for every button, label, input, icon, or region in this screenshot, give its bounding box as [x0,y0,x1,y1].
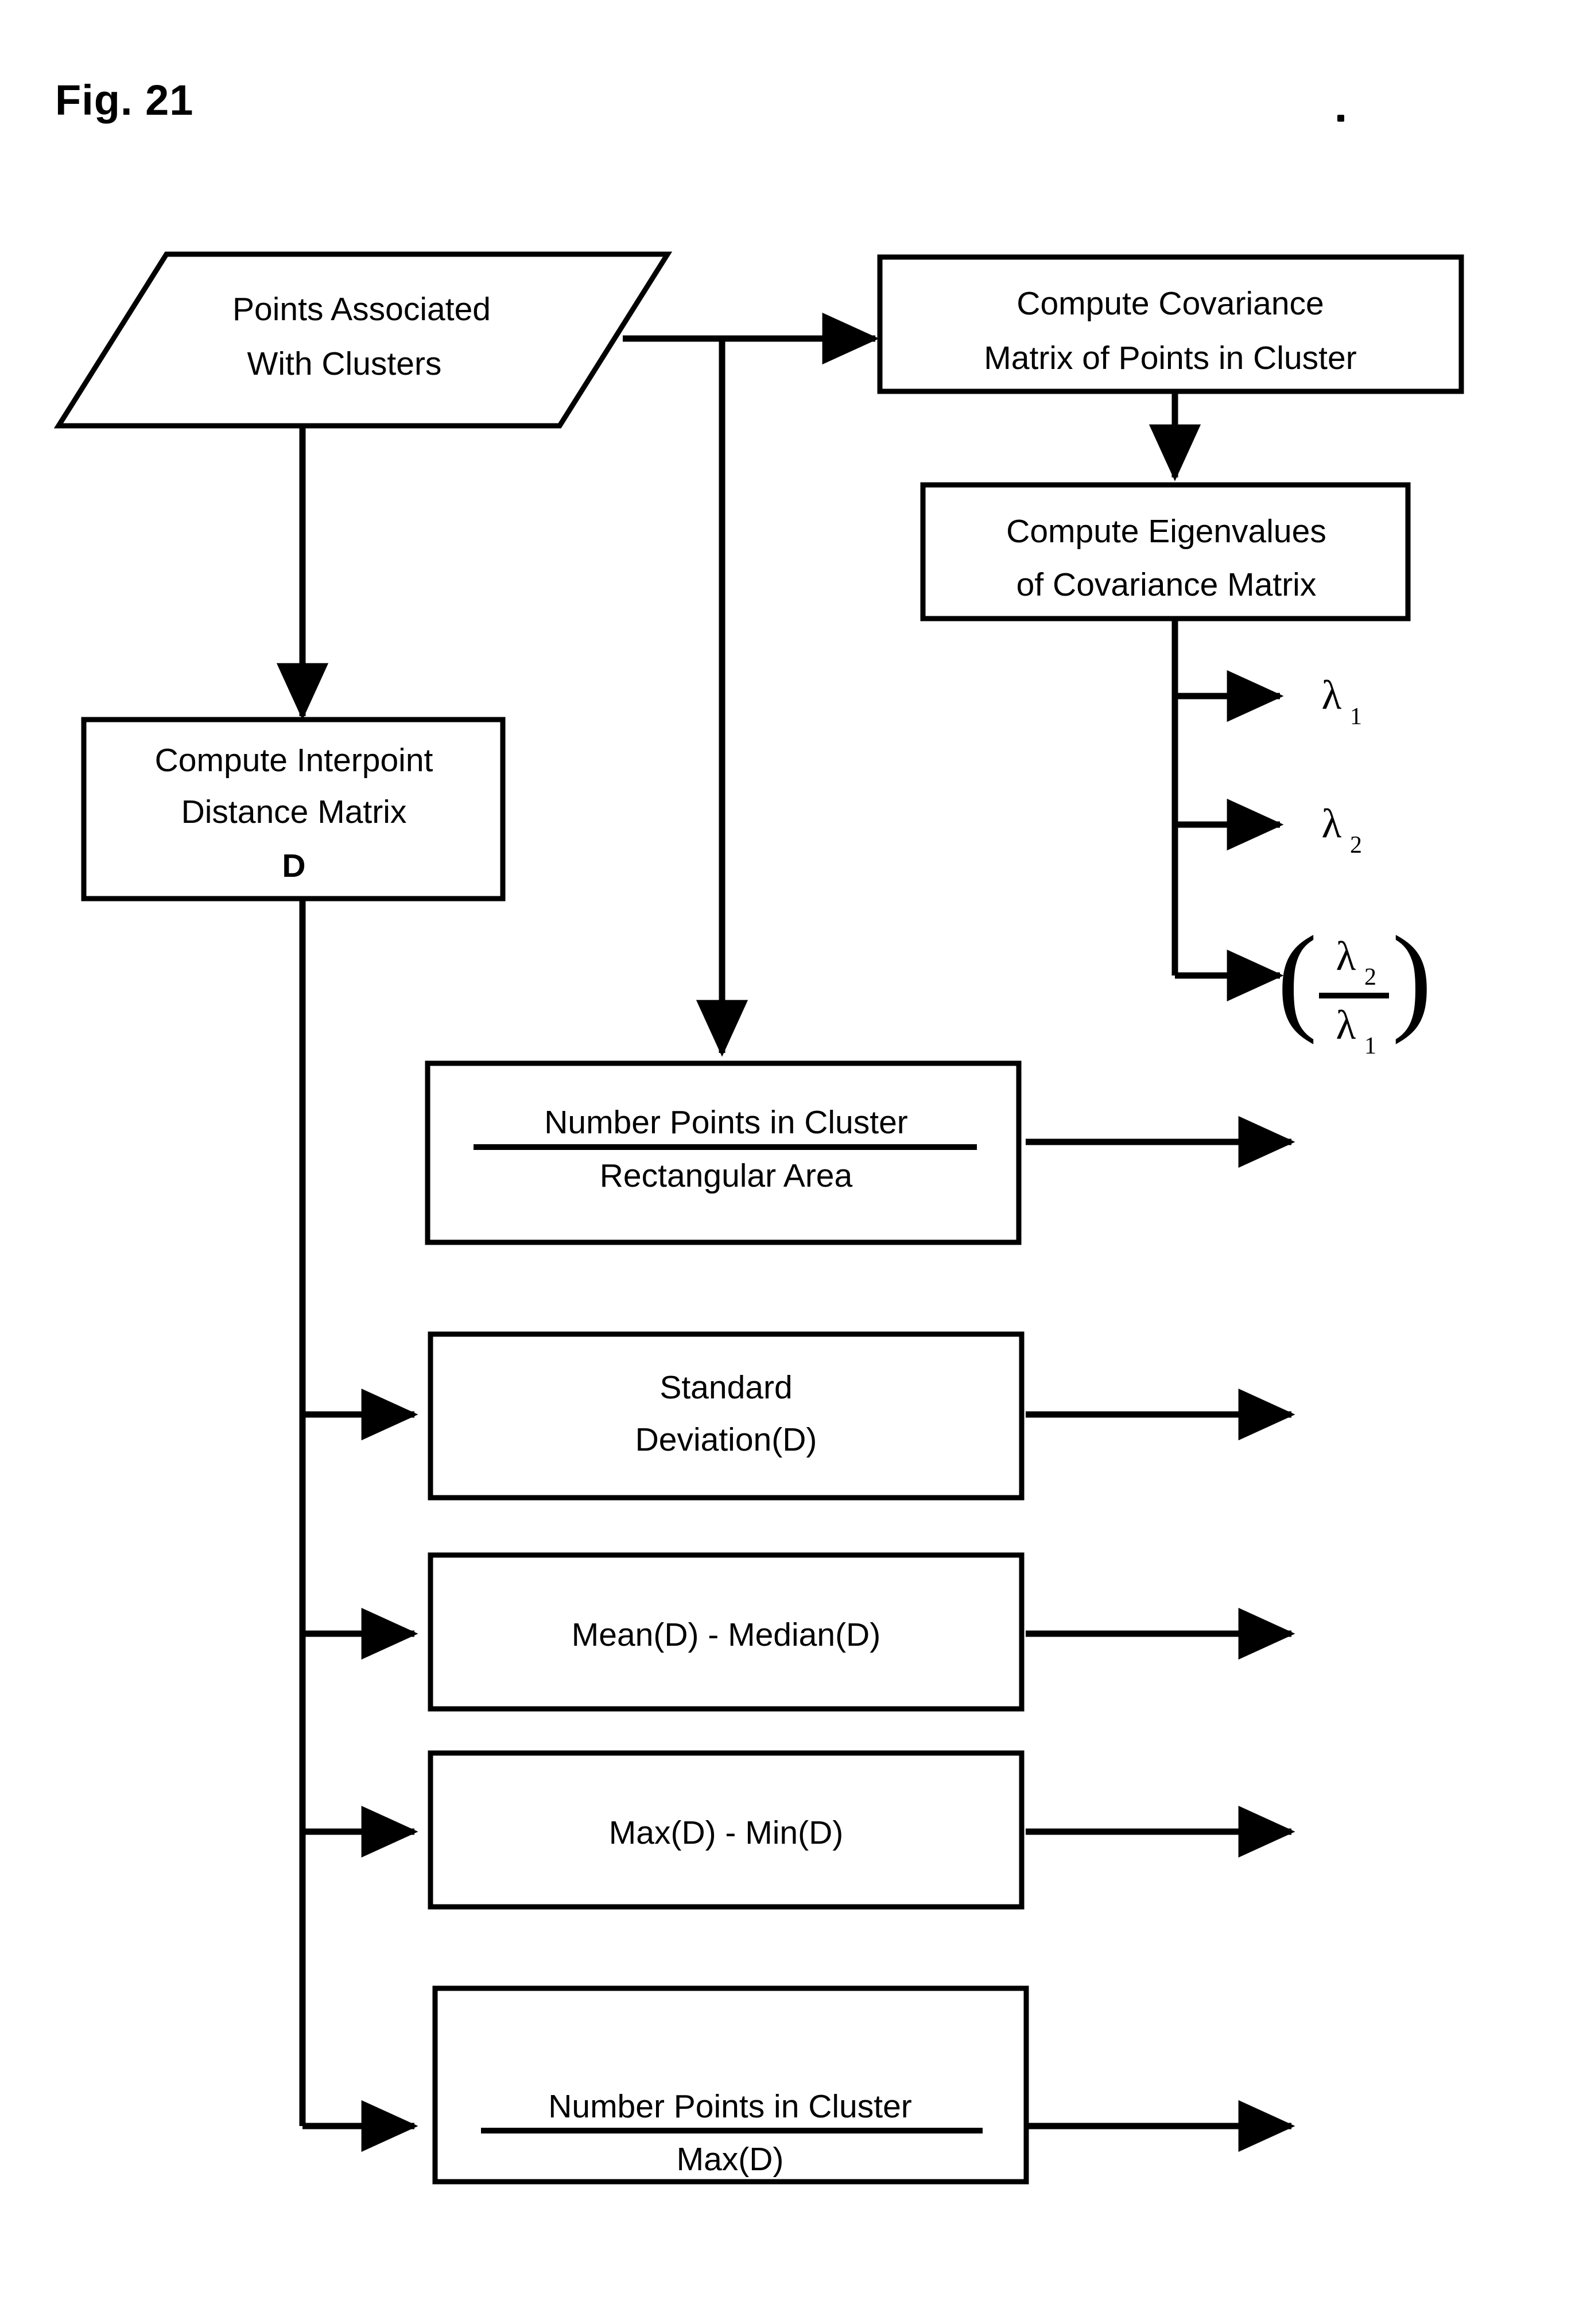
std-dev-box-outline [428,1331,1025,1501]
node-eigenvalues-line2: of Covariance Matrix [1016,566,1317,603]
node-density-maxd-denominator: Max(D) [677,2141,784,2178]
output-label-lambda1: λ 1 [1322,672,1362,730]
node-mean-minus-median[interactable]: Mean(D) - Median(D) [428,1552,1025,1712]
node-points-per-max-d[interactable]: Number Points in Cluster Max(D) [432,1985,1029,2185]
lambda1-subscript: 1 [1350,704,1362,730]
node-max-minus-min[interactable]: Max(D) - Min(D) [428,1750,1025,1910]
node-density-area-numerator: Number Points in Cluster [544,1104,908,1141]
node-max-min-line1: Max(D) - Min(D) [609,1814,843,1851]
node-distance-line1: Compute Interpoint [155,742,433,779]
output-label-lambda-ratio: ( ) λ 2 λ 1 [1277,912,1432,1059]
page-mark-dot [1337,115,1344,122]
node-density-maxd-numerator: Number Points in Cluster [548,2088,912,2125]
node-points-associated-with-clusters[interactable]: Points Associated With Clusters [53,251,673,429]
lambda1-symbol: λ [1322,672,1342,718]
parallelogram-outline [53,251,673,429]
covariance-box-outline [877,254,1464,394]
node-compute-interpoint-distance-matrix[interactable]: Compute Interpoint Distance Matrix D [81,717,506,901]
node-compute-eigenvalues[interactable]: Compute Eigenvalues of Covariance Matrix [920,482,1411,621]
node-input-line1: Points Associated [232,291,491,328]
node-compute-covariance-matrix[interactable]: Compute Covariance Matrix of Points in C… [877,254,1464,394]
lambda-ratio-numerator-symbol: λ [1336,933,1356,979]
lambda2-subscript: 2 [1350,832,1362,858]
node-covariance-line2: Matrix of Points in Cluster [984,340,1356,376]
node-std-dev-line1: Standard [659,1369,792,1406]
lambda-ratio-open-paren: ( [1277,912,1317,1045]
node-distance-line2: Distance Matrix [181,794,407,830]
lambda-ratio-close-paren: ) [1392,912,1432,1045]
node-input-line2: With Clusters [247,345,442,382]
node-distance-line3: D [282,848,305,884]
lambda-ratio-numerator-subscript: 2 [1364,964,1376,990]
node-eigenvalues-line1: Compute Eigenvalues [1006,513,1326,550]
node-std-dev-line2: Deviation(D) [635,1421,817,1458]
density-maxd-box-outline [432,1985,1029,2185]
output-label-lambda2: λ 2 [1322,800,1362,858]
node-density-area-denominator: Rectangular Area [600,1157,853,1194]
lambda-ratio-denominator-subscript: 1 [1364,1033,1376,1059]
node-standard-deviation[interactable]: Standard Deviation(D) [428,1331,1025,1501]
distance-matrix-box-outline [81,717,506,901]
lambda-ratio-denominator-symbol: λ [1336,1002,1356,1048]
node-covariance-line1: Compute Covariance [1016,285,1324,322]
figure-label: Fig. 21 [55,76,194,124]
density-area-box-outline [425,1060,1022,1245]
mean-median-box-outline [428,1552,1025,1712]
node-points-per-rectangular-area[interactable]: Number Points in Cluster Rectangular Are… [425,1060,1022,1245]
lambda2-symbol: λ [1322,800,1342,846]
node-mean-median-line1: Mean(D) - Median(D) [572,1616,880,1653]
max-min-box-outline [428,1750,1025,1910]
eigenvalues-box-outline [920,482,1411,621]
